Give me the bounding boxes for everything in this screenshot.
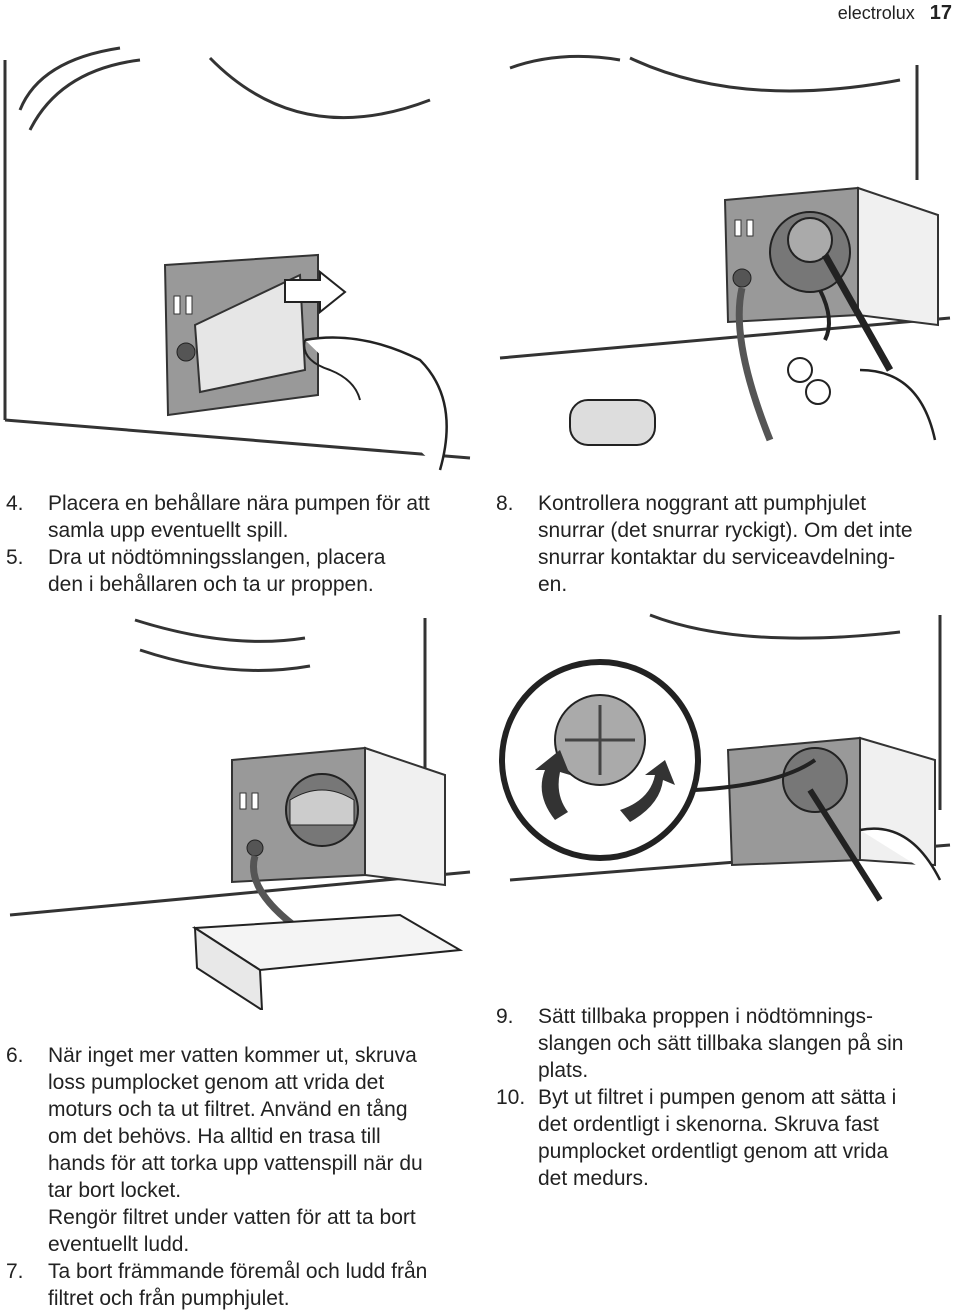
- page-header: electrolux 17: [838, 2, 952, 25]
- step-number: 5.: [6, 546, 24, 569]
- step-text: Kontrollera noggrant att pumphjulet snur…: [538, 492, 913, 596]
- step-number: 4.: [6, 492, 24, 515]
- step-text: Ta bort främmande föremål och ludd från …: [48, 1260, 428, 1310]
- step-4: 4. Placera en behållare nära pumpen för …: [6, 490, 476, 544]
- step-7: 7. Ta bort främmande föremål och ludd fr…: [6, 1258, 476, 1312]
- step-number: 8.: [496, 492, 514, 515]
- step-text: När inget mer vatten kommer ut, skruva l…: [48, 1044, 423, 1256]
- steps-4-5: 4. Placera en behållare nära pumpen för …: [6, 490, 476, 598]
- illustration-impeller-closeup: [499, 613, 951, 902]
- step-5: 5. Dra ut nödtömningsslangen, placera de…: [6, 544, 476, 598]
- illustration-drain-water: [9, 618, 471, 1010]
- step-number: 9.: [496, 1005, 514, 1028]
- step-text: Placera en behållare nära pumpen för att…: [48, 492, 430, 542]
- step-text: Byt ut filtret i pumpen genom att sätta …: [538, 1086, 897, 1190]
- step-text: Dra ut nödtömningsslangen, placera den i…: [48, 546, 386, 596]
- step-9: 9. Sätt tillbaka proppen i nödtömnings- …: [496, 1003, 960, 1084]
- step-number: 10.: [496, 1086, 526, 1109]
- brand-name: electrolux: [837, 3, 915, 23]
- step-text: Sätt tillbaka proppen i nödtömnings- sla…: [538, 1005, 904, 1082]
- step-number: 6.: [6, 1044, 24, 1067]
- page-number: 17: [929, 2, 952, 24]
- step-10: 10. Byt ut filtret i pumpen genom att sä…: [496, 1084, 960, 1192]
- step-8: 8. Kontrollera noggrant att pumphjulet s…: [496, 490, 960, 598]
- illustration-open-flap: [3, 46, 471, 471]
- illustration-check-impeller: [499, 54, 951, 446]
- step-8-block: 8. Kontrollera noggrant att pumphjulet s…: [496, 490, 960, 598]
- step-6: 6. När inget mer vatten kommer ut, skruv…: [6, 1042, 476, 1258]
- step-number: 7.: [6, 1260, 24, 1283]
- steps-9-10: 9. Sätt tillbaka proppen i nödtömnings- …: [496, 1003, 960, 1192]
- steps-6-7: 6. När inget mer vatten kommer ut, skruv…: [6, 1042, 476, 1312]
